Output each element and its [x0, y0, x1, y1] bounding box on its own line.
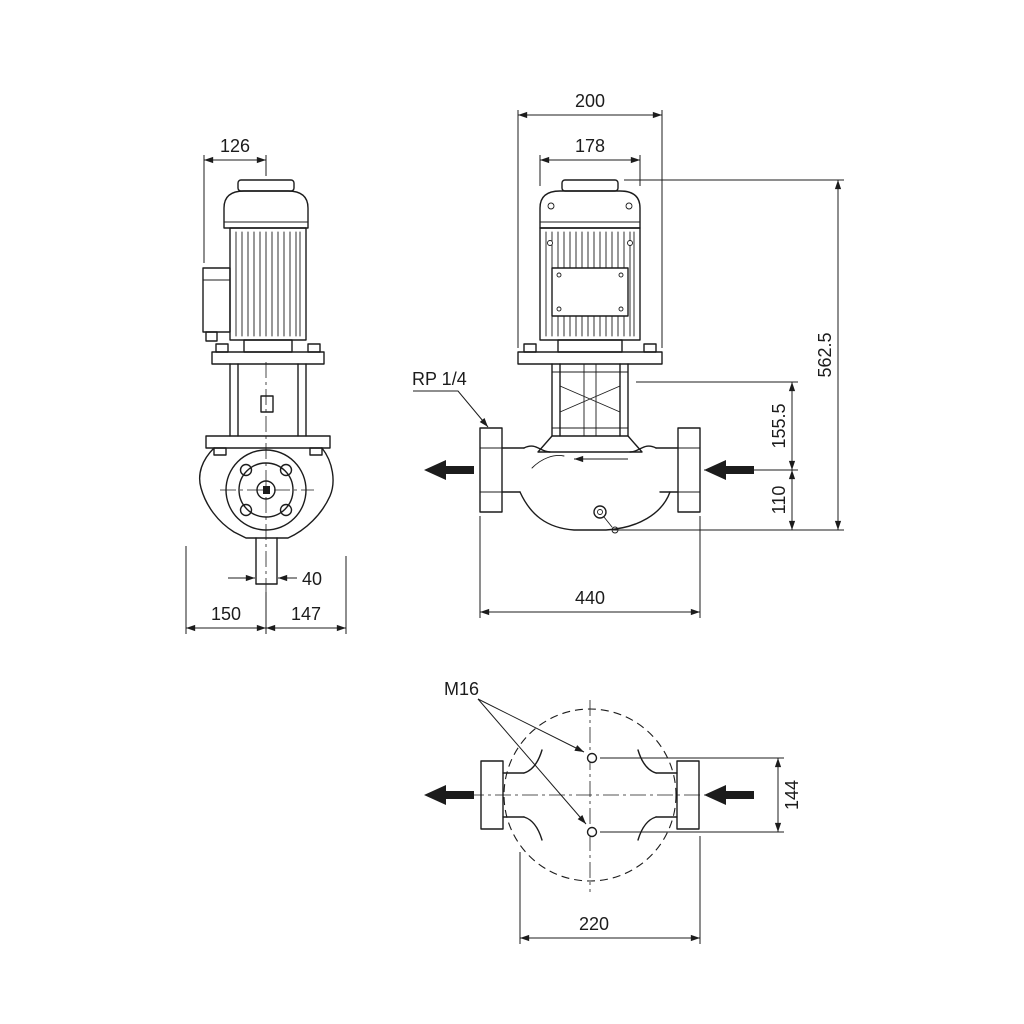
flow-arrow-right-plan [704, 785, 754, 805]
dim-562-5: 562.5 [612, 179, 844, 531]
terminal-box-front [551, 267, 629, 317]
flange-bolt-hole [239, 503, 253, 517]
dim-110: 110 [704, 469, 798, 530]
flange-bolt-hole [279, 463, 293, 477]
pump-volute-front [479, 427, 701, 534]
dim-155-5-label: 155.5 [769, 403, 789, 448]
discharge-flange-circle [225, 449, 307, 531]
m16-hole-top [586, 752, 598, 764]
gauge-port-callout: RP 1/4 [412, 369, 489, 428]
drain-plug [593, 505, 607, 519]
flange-bolt-hole [239, 463, 253, 477]
dim-440-label: 440 [575, 588, 605, 608]
dim-200: 200 [517, 91, 663, 348]
dim-150-label: 150 [211, 604, 241, 624]
flange-bolt-hole [279, 503, 293, 517]
dim-200-label: 200 [575, 91, 605, 111]
dim-220: 220 [519, 836, 701, 944]
dim-40-label: 40 [302, 569, 322, 589]
dim-220-label: 220 [579, 914, 609, 934]
dim-562-5-label: 562.5 [815, 332, 835, 377]
motor-stool-side [205, 339, 331, 456]
dim-126: 126 [203, 136, 267, 263]
shaft-key [263, 486, 270, 494]
flow-arrow-left-plan [424, 785, 474, 805]
dim-126-label: 126 [220, 136, 250, 156]
plan-left-flange [480, 749, 543, 841]
motor-stool-front [517, 339, 663, 453]
pump-volute-side [198, 447, 334, 585]
plan-view: M16 144 220 [424, 679, 802, 944]
m16-hole-bottom [586, 826, 598, 838]
m16-label: M16 [444, 679, 479, 699]
motor-side [223, 179, 309, 341]
side-view: 126 40 150 147 [185, 136, 347, 634]
dim-178-label: 178 [575, 136, 605, 156]
dim-110-label: 110 [769, 486, 789, 515]
motor-front [539, 179, 641, 341]
dim-147-label: 147 [291, 604, 321, 624]
terminal-box-side [202, 267, 231, 342]
m16-callout: M16 [444, 679, 587, 825]
dim-144: 144 [600, 757, 802, 833]
dim-150-147: 150 147 [185, 546, 347, 634]
discharge-flange [677, 427, 701, 513]
suction-flange [479, 427, 503, 513]
dim-155-5: 155.5 [636, 381, 798, 470]
plan-right-flange [637, 749, 700, 841]
dim-144-label: 144 [782, 780, 802, 810]
dim-178: 178 [539, 136, 641, 186]
dim-440: 440 [479, 516, 701, 618]
rp14-label: RP 1/4 [412, 369, 467, 389]
flow-arrow-left-front [424, 460, 474, 480]
dim-40: 40 [228, 569, 322, 589]
front-view: RP 1/4 200 178 562.5 155.5 [412, 91, 844, 618]
